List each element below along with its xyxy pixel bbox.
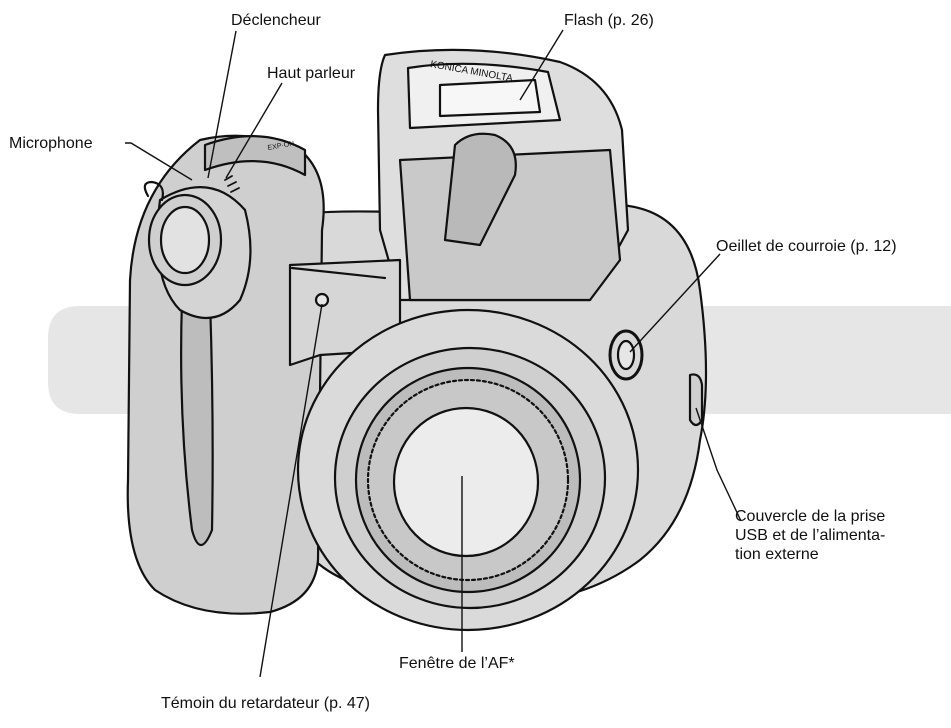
speaker-grille	[224, 175, 240, 193]
leader-microphone	[125, 142, 193, 181]
camera-body	[126, 48, 708, 632]
flash-tube	[438, 78, 542, 118]
leader-temoin	[259, 303, 323, 678]
leader-flash	[519, 29, 564, 101]
usb-cover	[688, 373, 704, 427]
label-haut-parleur: Haut parleur	[267, 65, 356, 82]
shutter-disc	[159, 205, 211, 275]
grip-strip	[180, 298, 214, 547]
left-strap-lug	[143, 180, 164, 202]
label-temoin: Témoin du retardateur (p. 47)	[161, 695, 370, 712]
strap-eyelet-inner	[616, 339, 636, 371]
label-fenetre-af: Fenêtre de l’AF*	[399, 655, 515, 672]
mode-dial	[203, 135, 307, 177]
label-couvercle: Couvercle de la prise USB et de l’alimen…	[735, 507, 925, 564]
label-couvercle-line-3: tion externe	[735, 546, 819, 563]
flash-arm	[443, 132, 517, 247]
strap-eyelet	[608, 329, 644, 381]
dial-lettering: EXP·ON	[267, 140, 295, 152]
leader-lines	[125, 29, 742, 678]
leader-declencheur	[207, 30, 237, 179]
label-couvercle-line-2: USB et de l’alimenta-	[735, 527, 886, 544]
leader-haut-parleur	[225, 82, 283, 179]
label-declencheur: Déclencheur	[231, 12, 321, 29]
label-couvercle-line-1: Couvercle de la prise	[735, 508, 886, 525]
label-flash: Flash (p. 26)	[564, 12, 654, 29]
panel-seam	[290, 266, 387, 280]
label-oeillet: Oeillet de courroie (p. 12)	[716, 238, 897, 255]
leader-couvercle	[695, 407, 742, 522]
lens-glass	[392, 406, 540, 558]
leader-oeillet	[629, 253, 721, 353]
label-microphone: Microphone	[9, 135, 93, 152]
